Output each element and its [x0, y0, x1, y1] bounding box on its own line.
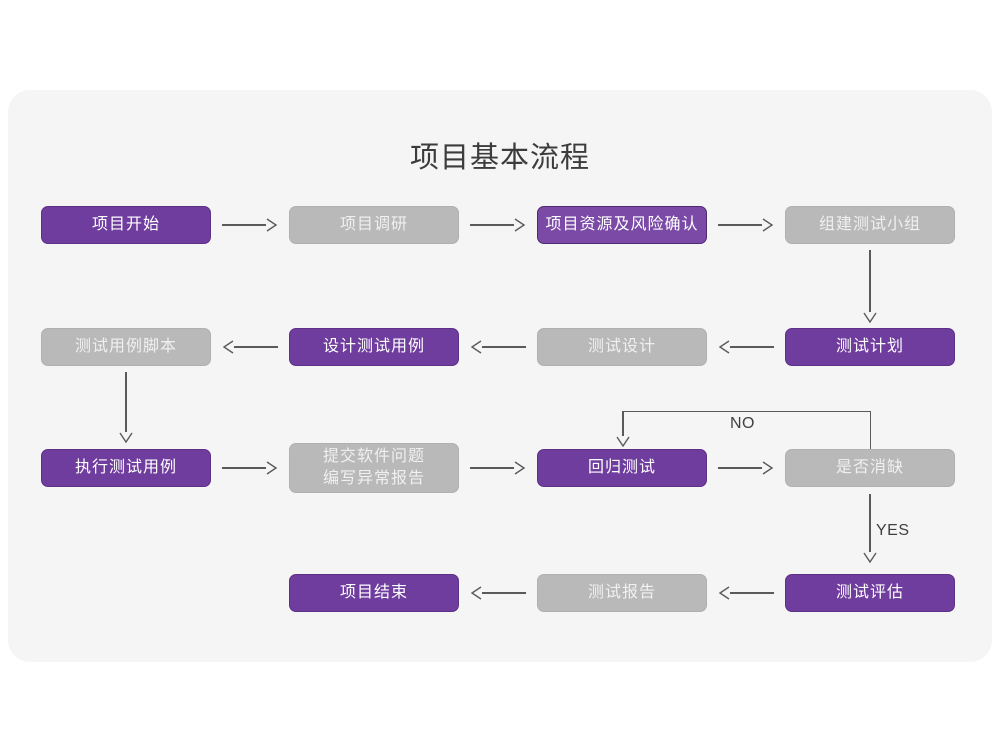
- arrow-left-n15-n14: [718, 583, 774, 603]
- arrow-down-yes-n12-n15: [860, 494, 880, 564]
- arrow-right-n9-n10: [222, 458, 278, 478]
- node-test-report[interactable]: 测试报告: [537, 574, 707, 612]
- node-resource-risk-confirm[interactable]: 项目资源及风险确认: [537, 206, 707, 244]
- node-regression-test[interactable]: 回归测试: [537, 449, 707, 487]
- arrow-left-n6-n5: [222, 337, 278, 357]
- node-submit-issues-report[interactable]: 提交软件问题 编写异常报告: [289, 443, 459, 493]
- arrow-left-n7-n6: [470, 337, 526, 357]
- arrow-right-n2-n3: [470, 215, 526, 235]
- node-defect-resolved-decision[interactable]: 是否消缺: [785, 449, 955, 487]
- node-test-plan[interactable]: 测试计划: [785, 328, 955, 366]
- no-loop-arrow-down: [613, 411, 633, 448]
- node-execute-test-cases[interactable]: 执行测试用例: [41, 449, 211, 487]
- node-design-test-cases[interactable]: 设计测试用例: [289, 328, 459, 366]
- arrow-right-n3-n4: [718, 215, 774, 235]
- node-test-design[interactable]: 测试设计: [537, 328, 707, 366]
- node-project-end[interactable]: 项目结束: [289, 574, 459, 612]
- node-project-start[interactable]: 项目开始: [41, 206, 211, 244]
- node-form-test-team[interactable]: 组建测试小组: [785, 206, 955, 244]
- node-project-research[interactable]: 项目调研: [289, 206, 459, 244]
- arrow-left-n8-n7: [718, 337, 774, 357]
- arrow-down-n5-n9: [116, 372, 136, 444]
- arrow-right-n1-n2: [222, 215, 278, 235]
- no-loop-horizontal: [622, 411, 871, 413]
- edge-label-no: NO: [730, 415, 755, 432]
- arrow-down-n4-n8: [860, 250, 880, 324]
- arrow-left-n14-n13: [470, 583, 526, 603]
- no-loop-right-vertical: [870, 411, 872, 449]
- node-test-case-script[interactable]: 测试用例脚本: [41, 328, 211, 366]
- arrow-right-n10-n11: [470, 458, 526, 478]
- arrow-right-n11-n12: [718, 458, 774, 478]
- edge-label-yes: YES: [876, 522, 910, 539]
- diagram-panel: [8, 90, 992, 662]
- node-test-evaluation[interactable]: 测试评估: [785, 574, 955, 612]
- page-title: 项目基本流程: [409, 142, 590, 174]
